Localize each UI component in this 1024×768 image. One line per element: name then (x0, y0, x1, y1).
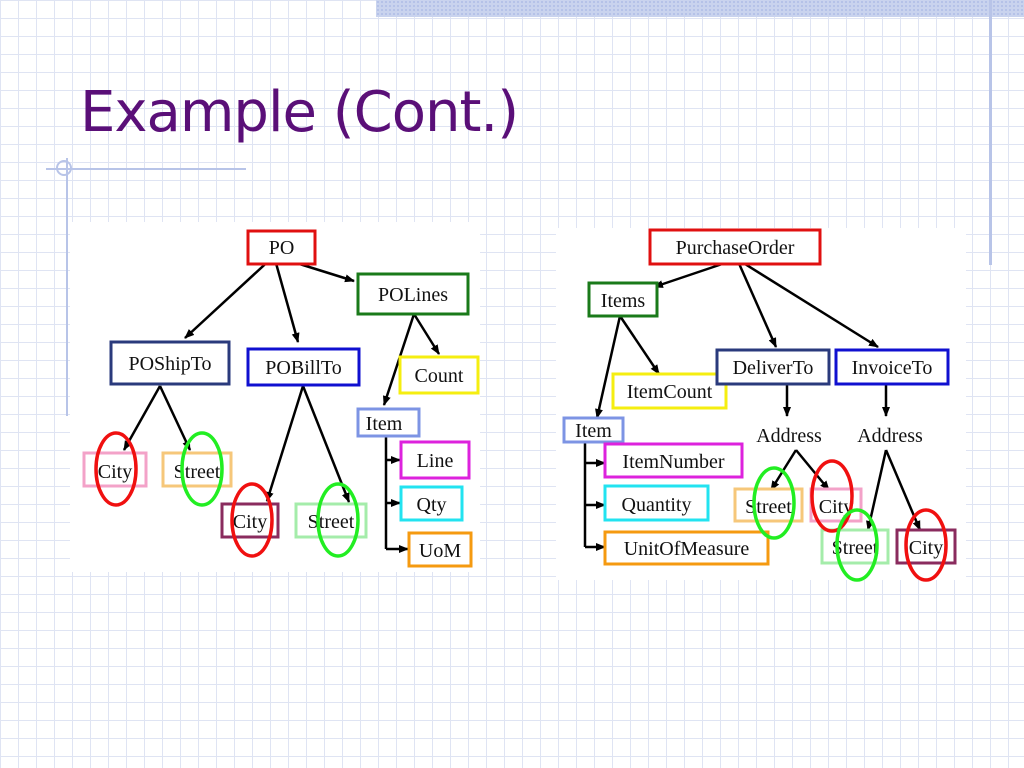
right-node-deliver-address-label: Address (756, 425, 822, 447)
slide-title: Example (Cont.) (80, 80, 519, 145)
left-node-ship-street-label: Street (174, 461, 221, 483)
right-node-items: Items (587, 281, 659, 318)
right-node-deliver-city-label: City (819, 496, 853, 518)
right-match-ellipse-invoice-city (904, 508, 948, 582)
left-node-bill-street-label: Street (308, 511, 355, 533)
left-node-bill-city-label: City (233, 511, 267, 533)
left-match-ellipse-bill-city (230, 482, 274, 558)
right-node-invoice-city-label: City (909, 537, 943, 559)
left-node-ship-street: Street (161, 451, 233, 488)
left-node-uom: UoM (407, 531, 473, 568)
left-node-item: Item (356, 407, 421, 438)
left-node-po-label: PO (269, 237, 295, 259)
right-node-unitofmeasure-label: UnitOfMeasure (624, 538, 750, 560)
right-node-deliverto: DeliverTo (715, 348, 831, 386)
left-match-ellipse-ship-city (94, 431, 138, 507)
right-node-deliver-address: Address (756, 425, 822, 447)
right-node-invoiceto: InvoiceTo (834, 348, 950, 386)
right-match-ellipse-invoice-street (835, 508, 879, 582)
right-node-invoice-address: Address (857, 425, 923, 447)
right-node-invoice-street-label: Street (832, 537, 879, 559)
right-node-deliverto-label: DeliverTo (733, 357, 814, 379)
title-underline (46, 168, 246, 170)
left-node-item-label: Item (366, 413, 403, 435)
left-node-line-label: Line (417, 450, 454, 472)
right-node-purchaseorder: PurchaseOrder (648, 228, 822, 266)
left-node-qty: Qty (399, 485, 464, 522)
title-ring-ornament (56, 160, 72, 176)
left-match-ellipse-bill-street (316, 482, 360, 558)
right-node-quantity-label: Quantity (622, 494, 692, 516)
left-node-ship-city-label: City (98, 461, 132, 483)
right-node-invoiceto-label: InvoiceTo (852, 357, 933, 379)
left-node-count-label: Count (415, 365, 464, 387)
left-node-bill-street: Street (294, 502, 368, 539)
right-node-purchaseorder-label: PurchaseOrder (676, 237, 795, 259)
right-node-deliver-street-label: Street (745, 496, 792, 518)
left-node-uom-label: UoM (419, 540, 461, 562)
right-decor-line (989, 0, 992, 265)
left-node-poshipto: POShipTo (109, 340, 231, 386)
right-node-items-label: Items (601, 290, 646, 312)
right-node-invoice-address-label: Address (857, 425, 923, 447)
right-node-itemnumber-label: ItemNumber (622, 451, 725, 473)
left-node-po: PO (246, 229, 317, 266)
left-tree-edges (122, 254, 441, 553)
right-node-deliver-street: Street (733, 487, 804, 523)
right-match-ellipse-deliver-city (810, 459, 854, 533)
right-match-ellipse-deliver-street (752, 466, 796, 540)
top-decor-band (376, 0, 1024, 17)
right-node-item: Item (562, 416, 625, 444)
left-node-polines: POLines (356, 272, 470, 316)
left-node-count: Count (398, 355, 480, 395)
left-node-poshipto-label: POShipTo (128, 353, 211, 375)
right-node-itemcount: ItemCount (611, 372, 728, 410)
right-node-itemnumber: ItemNumber (603, 442, 744, 479)
right-node-quantity: Quantity (603, 484, 710, 522)
right-node-itemcount-label: ItemCount (627, 381, 713, 403)
left-match-ellipse-ship-street (180, 431, 224, 507)
right-node-unitofmeasure: UnitOfMeasure (603, 530, 770, 566)
title-vertical-rule (66, 158, 68, 416)
right-node-item-label: Item (575, 420, 612, 442)
left-node-pobillto: POBillTo (246, 347, 361, 387)
left-node-pobillto-label: POBillTo (265, 357, 341, 379)
left-node-polines-label: POLines (378, 284, 448, 306)
left-node-line: Line (399, 440, 471, 480)
left-node-qty-label: Qty (417, 494, 447, 516)
